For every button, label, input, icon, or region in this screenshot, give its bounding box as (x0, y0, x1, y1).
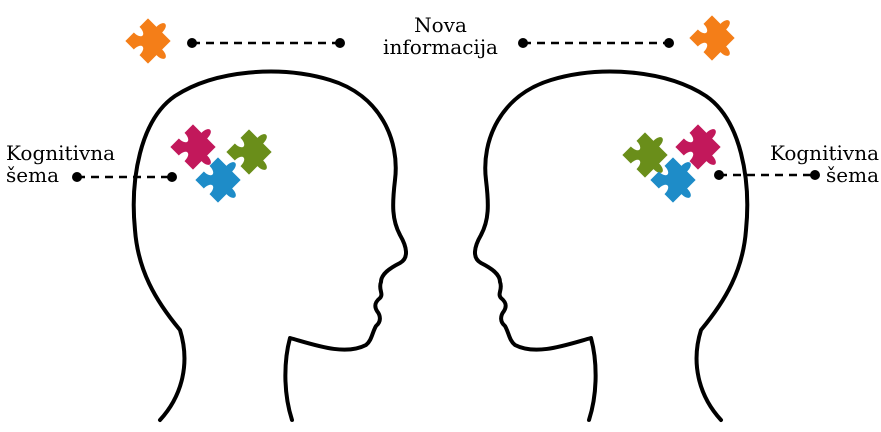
cognitive-schema-left-line-2: šema (6, 164, 115, 186)
connector-dot (714, 170, 724, 180)
head-silhouette-left (134, 72, 406, 420)
puzzle-cluster-icon (170, 119, 283, 209)
cognitive-schema-left-line-1: Kognitivna (6, 142, 115, 164)
puzzle-cluster-icon (622, 119, 732, 209)
cognitive-schema-label-left: Kognitivna šema (6, 142, 115, 186)
cognitive-schema-right-line-1: Kognitivna (770, 142, 879, 164)
connector-dot (167, 172, 177, 182)
new-information-line-1: Nova (0, 14, 881, 36)
head-silhouette-right (475, 72, 747, 420)
cognitive-schema-right-line-2: šema (770, 164, 879, 186)
new-information-label: Nova informacija (0, 14, 881, 58)
cognitive-schema-label-right: Kognitivna šema (770, 142, 879, 186)
new-information-line-2: informacija (0, 36, 881, 58)
